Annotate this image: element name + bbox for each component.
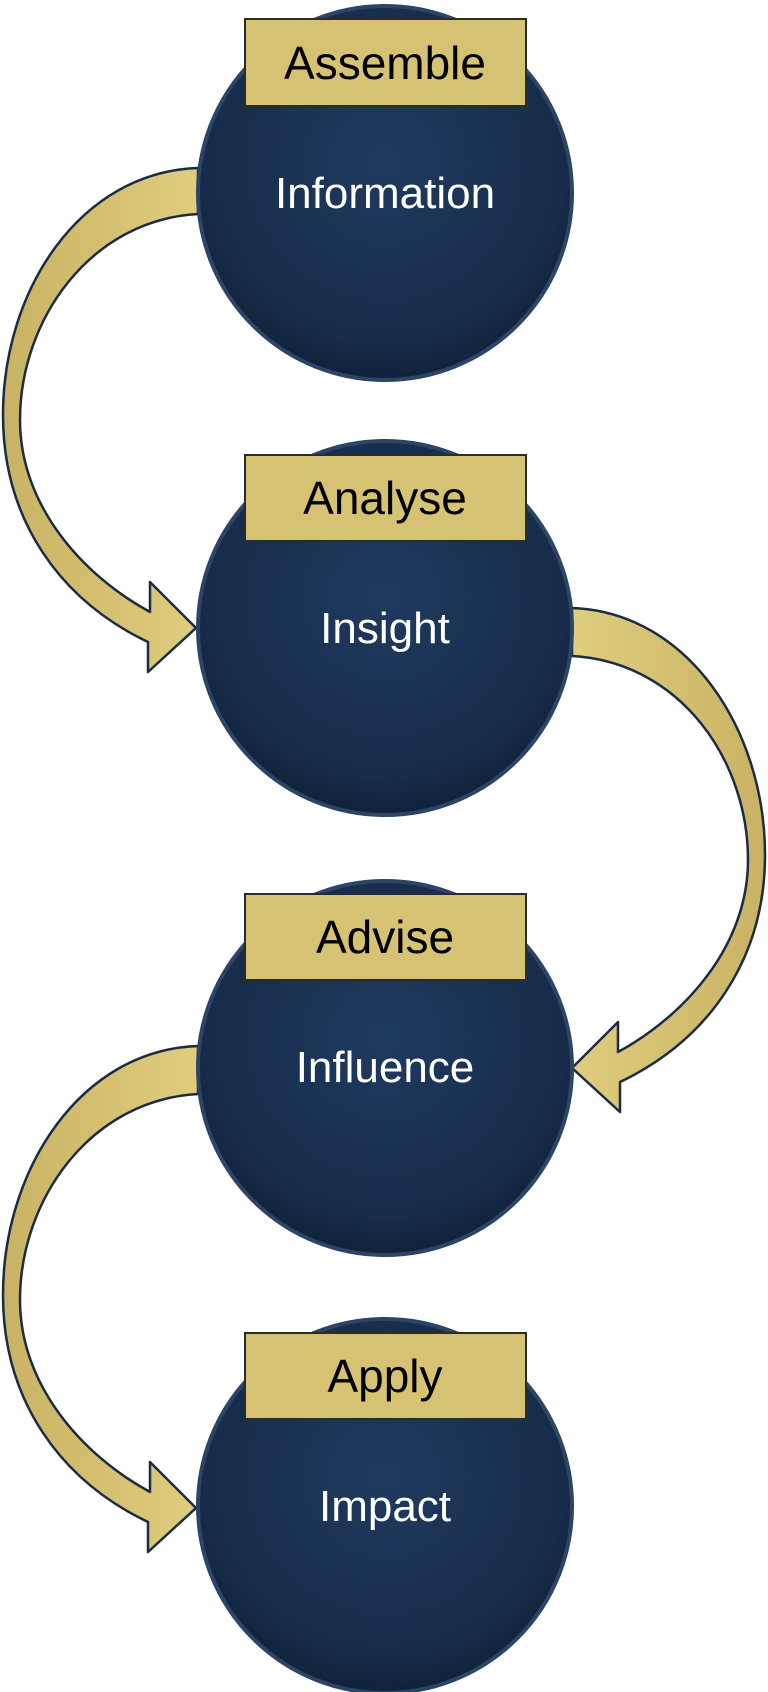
stage-tag-analyse: Analyse — [303, 472, 467, 524]
stage-tag-assemble: Assemble — [284, 37, 486, 89]
arrow-advise-to-apply — [1, 1044, 200, 1554]
stage-tag-apply: Apply — [327, 1350, 442, 1402]
arrow-assemble-to-analyse — [1, 166, 200, 674]
stage-tag-box-analyse — [244, 454, 527, 542]
stage-tag-box-apply — [244, 1332, 527, 1420]
stage-body-information: Information — [275, 169, 495, 218]
stage-tag-box-advise — [244, 893, 527, 981]
stage-body-impact: Impact — [319, 1482, 451, 1531]
stage-body-insight: Insight — [320, 604, 450, 653]
arrow-analyse-to-advise — [570, 606, 767, 1114]
stage-tag-advise: Advise — [316, 911, 454, 963]
stage-body-influence: Influence — [296, 1043, 475, 1092]
stage-tag-box-assemble — [244, 18, 527, 107]
